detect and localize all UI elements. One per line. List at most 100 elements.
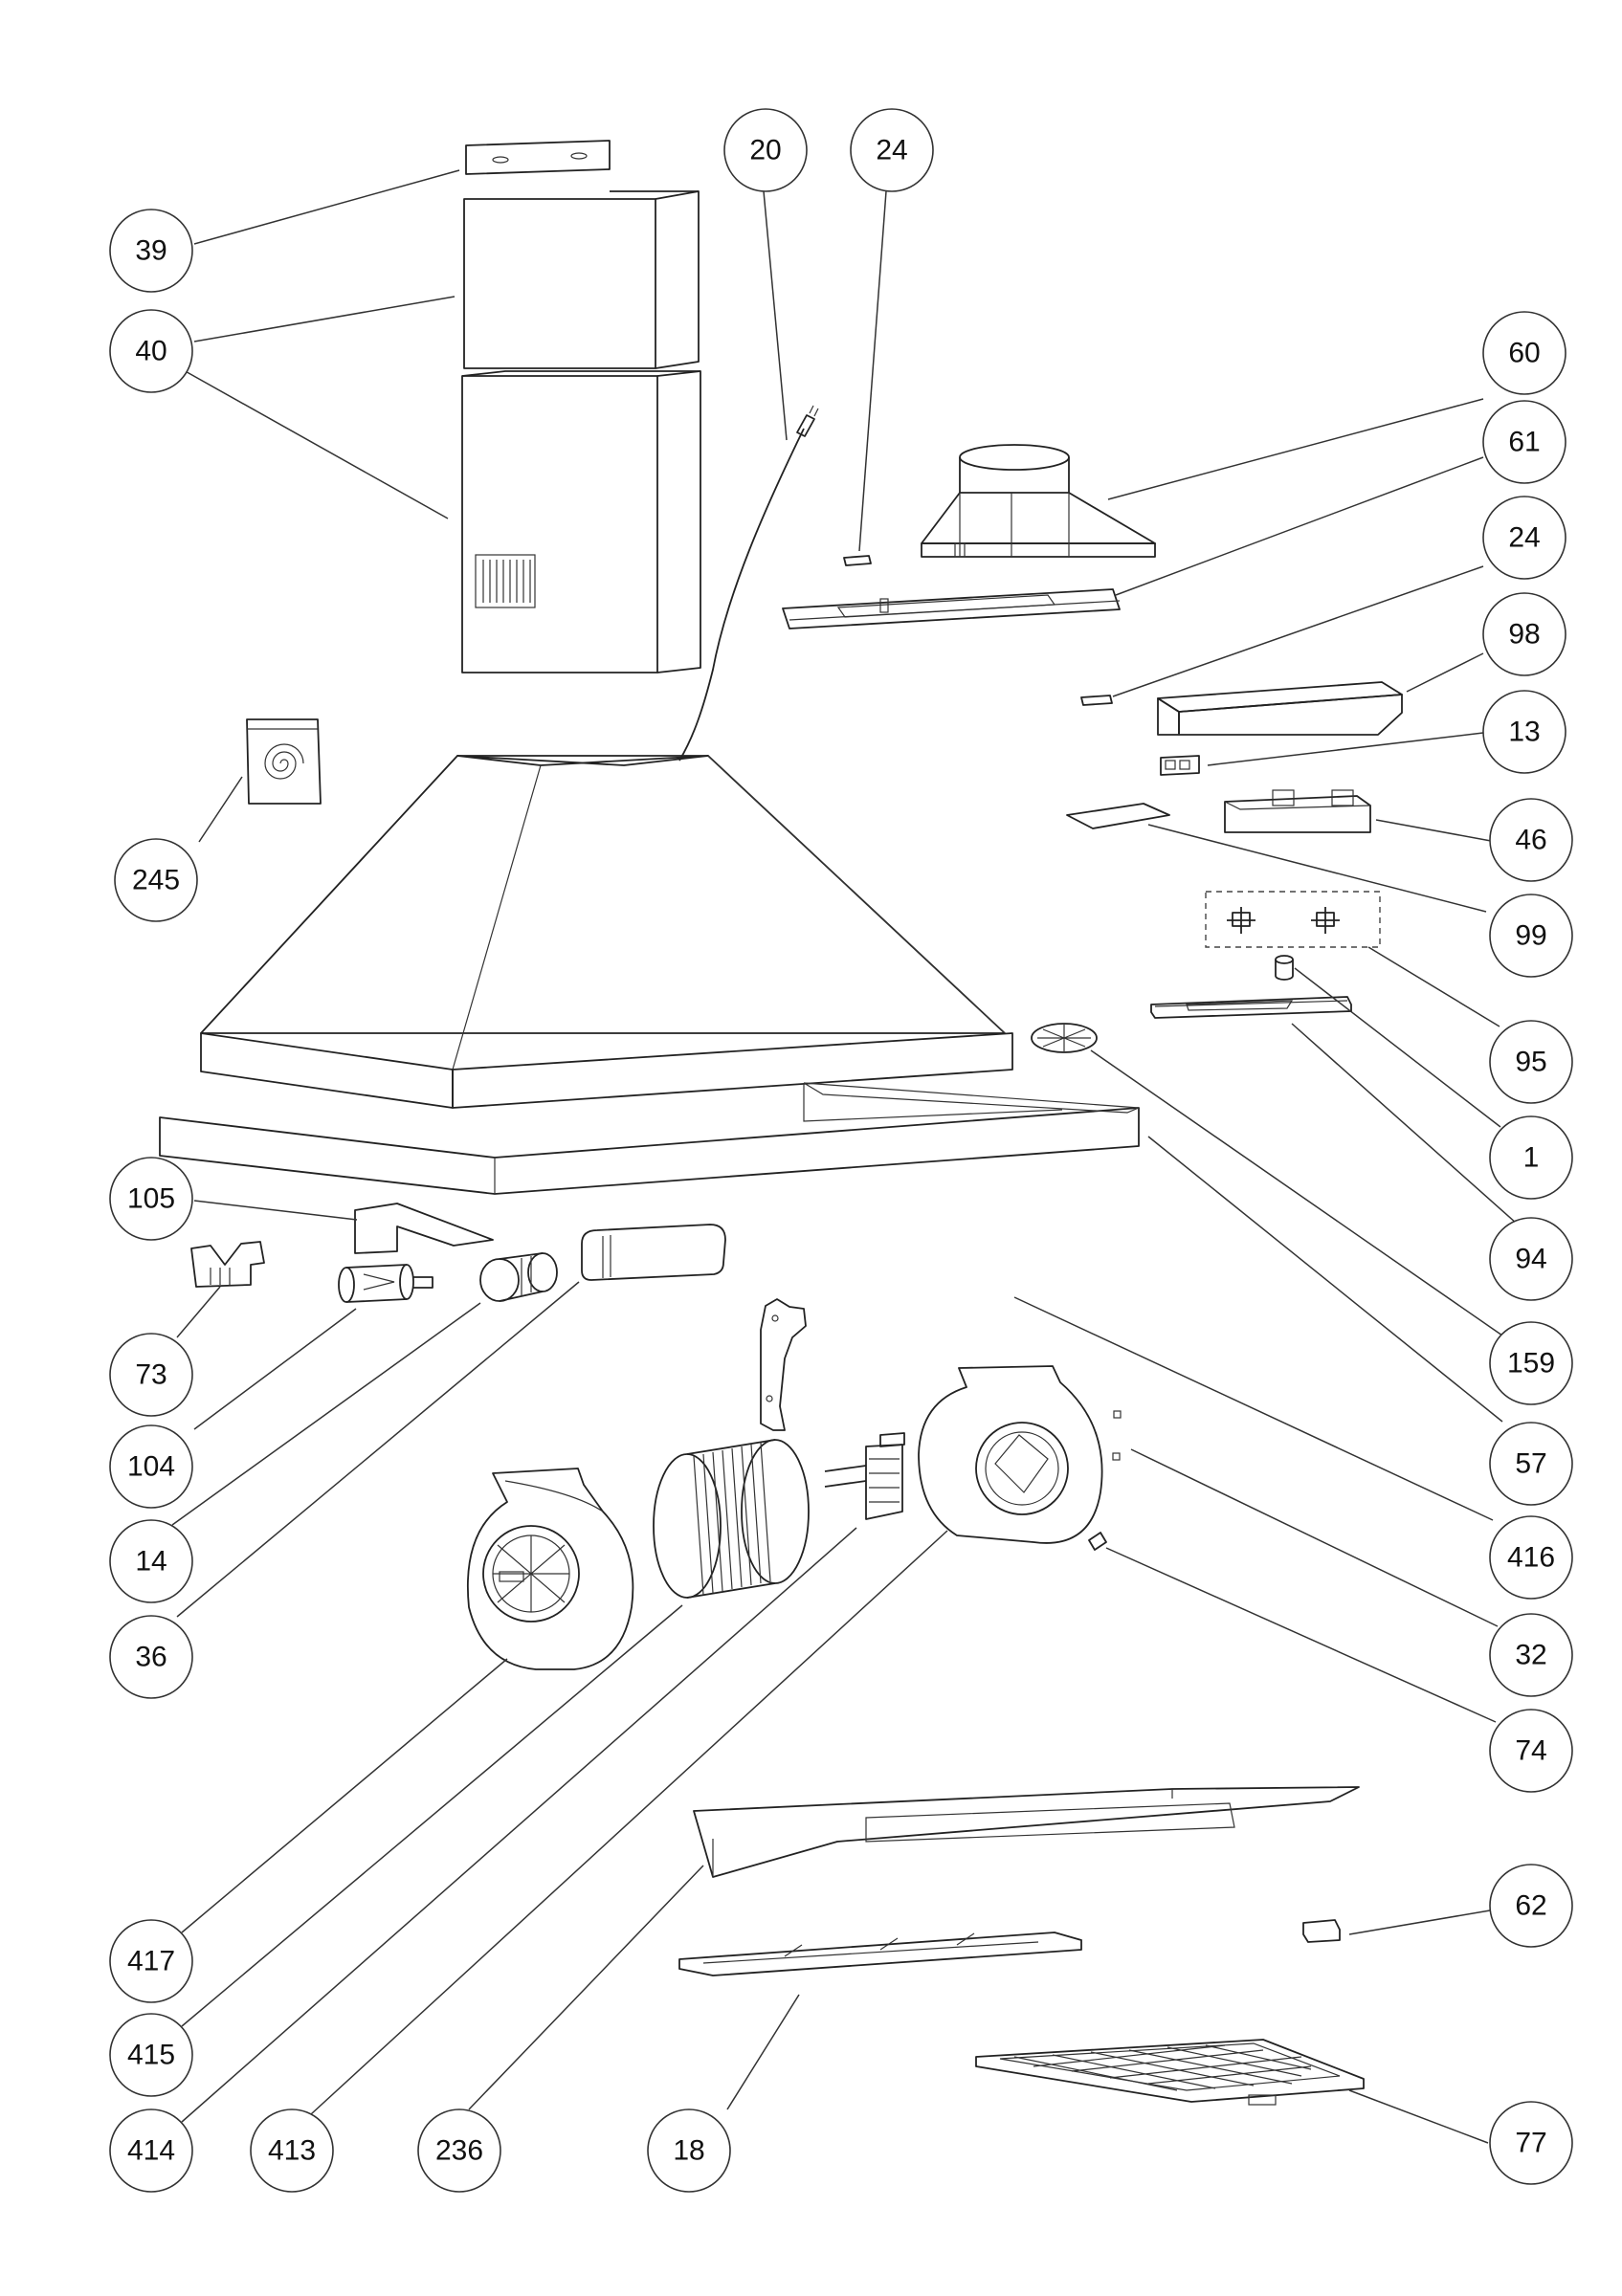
callout-61: 61 [1482, 400, 1566, 484]
part-46-block [1224, 789, 1371, 833]
callout-14: 14 [109, 1519, 193, 1603]
callout-105: 105 [109, 1157, 193, 1241]
callout-104: 104 [109, 1424, 193, 1509]
part-414-motor [824, 1432, 905, 1520]
callout-98: 98 [1482, 592, 1566, 676]
callout-label: 95 [1515, 1047, 1546, 1078]
callout-24-right: 24 [1482, 496, 1566, 580]
callout-95: 95 [1489, 1020, 1573, 1104]
part-104-lamp-holder [338, 1264, 433, 1303]
callout-62: 62 [1489, 1864, 1573, 1948]
callout-24-top: 24 [850, 108, 934, 192]
callout-label: 413 [268, 2135, 316, 2167]
callout-label: 415 [127, 2040, 175, 2071]
part-159-knob [1031, 1023, 1098, 1053]
callout-417: 417 [109, 1919, 193, 2003]
callout-label: 18 [673, 2135, 704, 2167]
part-36-cover [581, 1224, 726, 1281]
callout-159: 159 [1489, 1321, 1573, 1405]
callout-1: 1 [1489, 1115, 1573, 1200]
part-hood-canopy [200, 755, 1013, 1109]
callout-label: 39 [135, 235, 167, 267]
callout-36: 36 [109, 1615, 193, 1699]
callout-39: 39 [109, 209, 193, 293]
callout-label: 73 [135, 1359, 167, 1391]
callout-20: 20 [723, 108, 808, 192]
part-98-box [1157, 681, 1403, 736]
callout-label: 94 [1515, 1244, 1546, 1275]
part-60-collar [921, 444, 1156, 558]
callout-label: 77 [1515, 2128, 1546, 2159]
part-24-clip-top [843, 555, 872, 566]
callout-57: 57 [1489, 1422, 1573, 1506]
callout-13: 13 [1482, 690, 1566, 774]
part-57-lower-frame [159, 1082, 1140, 1195]
part-61-frame [782, 588, 1121, 629]
part-24-clip-right [1080, 695, 1113, 706]
callout-236: 236 [417, 2108, 501, 2193]
callout-245: 245 [114, 838, 198, 922]
callout-label: 417 [127, 1946, 175, 1977]
callout-40: 40 [109, 309, 193, 393]
callout-label: 13 [1508, 717, 1540, 748]
callout-414: 414 [109, 2108, 193, 2193]
callout-99: 99 [1489, 894, 1573, 978]
leader-lines [171, 169, 1518, 2144]
part-39-bracket [465, 140, 611, 175]
callout-label: 20 [749, 135, 781, 166]
callout-77: 77 [1489, 2101, 1573, 2185]
part-40-upper-chimney [463, 190, 700, 369]
callout-label: 46 [1515, 825, 1546, 856]
callout-label: 61 [1508, 427, 1540, 458]
part-417-blower-housing [466, 1468, 634, 1670]
part-415-fan-wheel [653, 1439, 810, 1599]
callout-label: 40 [135, 336, 167, 367]
callout-label: 24 [876, 135, 907, 166]
callout-label: 414 [127, 2135, 175, 2167]
part-62-block [1302, 1919, 1341, 1943]
callout-label: 105 [127, 1183, 175, 1215]
callout-413: 413 [250, 2108, 334, 2193]
callout-label: 32 [1515, 1640, 1546, 1671]
part-105-bracket [354, 1203, 494, 1254]
callout-18: 18 [647, 2108, 731, 2193]
callout-label: 245 [132, 865, 180, 896]
callout-74: 74 [1489, 1709, 1573, 1793]
part-32-screws [1112, 1410, 1122, 1461]
part-13-block [1160, 755, 1200, 776]
part-413-blower-housing [918, 1365, 1103, 1544]
callout-415: 415 [109, 2013, 193, 2097]
callout-73: 73 [109, 1333, 193, 1417]
callout-label: 14 [135, 1546, 167, 1578]
callout-label: 60 [1508, 338, 1540, 369]
part-1-cylinder [1275, 955, 1294, 981]
part-94-switch-plate [1150, 996, 1352, 1019]
callout-label: 57 [1515, 1448, 1546, 1480]
part-245-bag [246, 718, 322, 805]
part-73-clip [190, 1241, 265, 1288]
callout-label: 24 [1508, 522, 1540, 554]
callout-label: 74 [1515, 1735, 1546, 1767]
part-20-power-cord [678, 405, 819, 762]
part-18-frame [678, 1932, 1082, 1976]
part-99-plate [1066, 803, 1170, 829]
callout-46: 46 [1489, 798, 1573, 882]
part-40-lower-chimney [461, 370, 701, 673]
part-74-wingnut [1088, 1532, 1107, 1551]
part-77-grease-filter [975, 2039, 1365, 2106]
callout-label: 36 [135, 1642, 167, 1673]
part-416-bracket [760, 1298, 807, 1431]
callout-32: 32 [1489, 1613, 1573, 1697]
callout-label: 159 [1507, 1348, 1555, 1380]
callout-label: 1 [1523, 1142, 1540, 1174]
callout-label: 98 [1508, 619, 1540, 651]
callout-416: 416 [1489, 1515, 1573, 1600]
callout-60: 60 [1482, 311, 1566, 395]
callout-label: 99 [1515, 920, 1546, 952]
callout-94: 94 [1489, 1217, 1573, 1301]
callout-label: 416 [1507, 1542, 1555, 1574]
callout-label: 236 [435, 2135, 483, 2167]
callout-label: 62 [1515, 1890, 1546, 1922]
part-95-clip-set [1205, 891, 1381, 948]
